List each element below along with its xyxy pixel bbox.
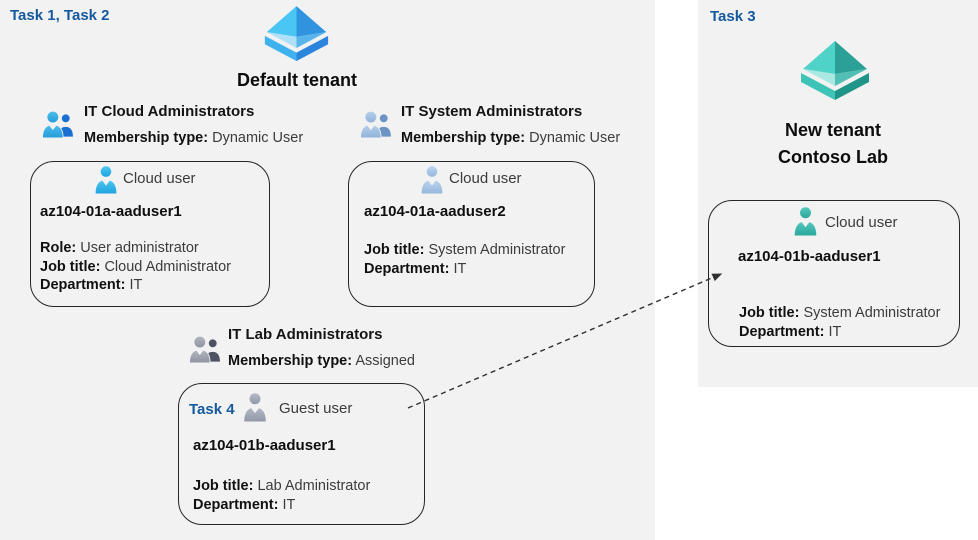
username: az104-01b-aaduser1 (738, 248, 881, 265)
field-row: Job title: Cloud Administrator (40, 258, 231, 277)
user-fields: Job title: Lab Administrator Department:… (193, 477, 370, 514)
tasks-1-2-label: Task 1, Task 2 (10, 7, 110, 24)
default-tenant-panel (0, 0, 655, 540)
field-value: IT (453, 260, 467, 277)
field-row: Department: IT (739, 323, 940, 342)
field-value: System Administrator (428, 242, 566, 258)
user-card-aaduser1: Cloud user az104-01a-aaduser1 Role: User… (30, 161, 270, 307)
new-tenant-name-line1: New tenant (784, 120, 881, 140)
membership-value: Dynamic User (212, 130, 304, 146)
task-3-label: Task 3 (710, 8, 756, 25)
field-row: Role: User administrator (40, 239, 231, 258)
membership-value: Assigned (355, 353, 415, 369)
field-label: Department: (40, 277, 126, 293)
group-cloud-admins-membership: Membership type: Dynamic User (84, 130, 303, 146)
group-lab-admins-icon (189, 335, 221, 364)
azure-ad-new-tenant-icon (799, 40, 871, 102)
user-fields: Job title: System Administrator Departme… (364, 241, 565, 278)
field-value: Cloud Administrator (104, 258, 231, 275)
group-system-admins-icon (360, 110, 392, 139)
user-type-label: Guest user (279, 400, 353, 417)
field-label: Department: (193, 496, 279, 513)
new-tenant-name-line2: Contoso Lab (778, 147, 888, 167)
field-row: Department: IT (364, 260, 565, 279)
field-value: IT (282, 496, 296, 513)
field-label: Role: (40, 240, 77, 256)
guest-user-card: Task 4 Guest user az104-01b-aaduser1 Job… (178, 383, 425, 525)
membership-label: Membership type: (401, 130, 526, 146)
membership-label: Membership type: (84, 130, 209, 146)
group-cloud-admins-title: IT Cloud Administrators (84, 103, 255, 120)
user-type-label: Cloud user (825, 214, 898, 231)
group-lab-admins-membership: Membership type: Assigned (228, 353, 415, 369)
field-value: System Administrator (803, 305, 941, 321)
username: az104-01b-aaduser1 (193, 437, 336, 454)
field-row: Job title: Lab Administrator (193, 477, 370, 496)
user-fields: Job title: System Administrator Departme… (739, 304, 940, 341)
new-tenant-user-card: Cloud user az104-01b-aaduser1 Job title:… (708, 200, 960, 347)
cloud-user-icon (95, 166, 117, 194)
field-row: Job title: System Administrator (739, 304, 940, 323)
field-label: Job title: (40, 258, 101, 275)
user-card-aaduser2: Cloud user az104-01a-aaduser2 Job title:… (348, 161, 595, 307)
field-row: Department: IT (193, 496, 370, 515)
field-label: Job title: (364, 242, 425, 258)
field-value: IT (828, 323, 842, 340)
field-row: Job title: System Administrator (364, 241, 565, 260)
user-fields: Role: User administrator Job title: Clou… (40, 239, 231, 295)
cloud-user-icon (794, 207, 817, 236)
group-cloud-admins-icon (42, 110, 74, 139)
field-value: IT (129, 277, 143, 293)
username: az104-01a-aaduser1 (40, 203, 182, 220)
membership-value: Dynamic User (529, 130, 621, 146)
group-system-admins-membership: Membership type: Dynamic User (401, 130, 620, 146)
membership-label: Membership type: (228, 353, 353, 369)
guest-user-icon (243, 393, 267, 422)
field-label: Job title: (193, 478, 254, 494)
field-row: Department: IT (40, 276, 231, 295)
user-type-label: Cloud user (123, 170, 196, 187)
field-value: User administrator (80, 240, 199, 256)
field-label: Department: (739, 323, 825, 340)
username: az104-01a-aaduser2 (364, 203, 506, 220)
azure-ad-tenant-icon (263, 5, 330, 63)
field-label: Job title: (739, 305, 800, 321)
field-value: Lab Administrator (257, 478, 371, 494)
default-tenant-name: Default tenant (236, 70, 357, 90)
field-label: Department: (364, 260, 450, 277)
user-type-label: Cloud user (449, 170, 522, 187)
task-4-label: Task 4 (189, 401, 235, 418)
group-system-admins-title: IT System Administrators (401, 103, 583, 120)
cloud-user-icon (421, 166, 443, 194)
group-lab-admins-title: IT Lab Administrators (228, 326, 383, 343)
